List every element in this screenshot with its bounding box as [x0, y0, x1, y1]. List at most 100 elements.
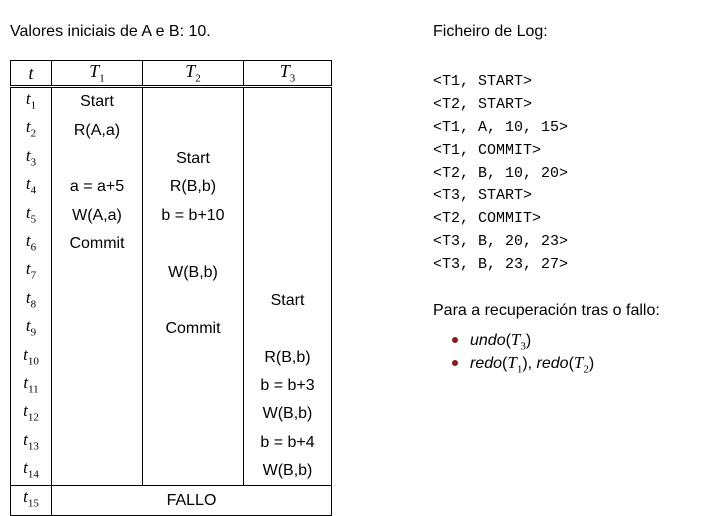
op-cell-t2 [142, 116, 244, 145]
header-t1: T1 [51, 60, 143, 88]
undo-label: undo [470, 332, 506, 349]
time-sub: 14 [27, 468, 39, 481]
time-sub: 7 [30, 269, 37, 282]
undo-var-letter: T [510, 330, 521, 349]
op-cell-t2 [142, 428, 244, 458]
time-sub: 9 [30, 326, 37, 339]
time-cell: t6 [10, 229, 52, 259]
header-t3: T3 [243, 60, 332, 88]
undo-var-sub: 3 [520, 340, 526, 353]
header-t2-letter: T [185, 61, 196, 82]
op-cell-t2 [142, 86, 244, 117]
op-cell-t3 [243, 116, 332, 145]
op-cell-t1 [51, 371, 143, 401]
log-entry: <T2, B, 10, 20> [433, 164, 569, 182]
op-cell-t1 [51, 343, 143, 372]
redo-var-2-sub: 2 [583, 363, 589, 376]
schedule-row: t10 R(B,b) [10, 343, 332, 372]
op-cell-t2 [142, 457, 244, 486]
op-cell-t1 [51, 258, 143, 287]
op-cell-t3: b = b+4 [243, 428, 332, 458]
time-sub: 15 [27, 497, 39, 510]
header-t: t [10, 60, 52, 88]
op-cell-t3 [243, 229, 332, 259]
op-cell-t3 [243, 86, 332, 117]
time-sub: 13 [27, 440, 39, 453]
time-sub: 5 [30, 212, 37, 225]
header-t1-sub: 1 [99, 72, 105, 85]
op-cell-t3: W(B,b) [243, 457, 332, 486]
time-cell: t11 [10, 371, 52, 401]
time-cell: t4 [10, 173, 52, 202]
op-cell-t3 [243, 144, 332, 174]
bullet-icon [452, 337, 458, 343]
schedule-row: t11 b = b+3 [10, 371, 332, 401]
log-entry: <T1, START> [433, 73, 533, 90]
time-sub: 8 [30, 298, 37, 311]
header-t2: T2 [142, 60, 244, 88]
time-cell: t10 [10, 343, 52, 372]
time-sub: 10 [27, 354, 39, 367]
op-cell-t3 [243, 173, 332, 202]
redo-label-2: redo [536, 355, 569, 372]
redo-var-1-letter: T [507, 353, 517, 372]
op-cell-t1 [51, 400, 143, 429]
time-cell: t13 [10, 428, 52, 458]
time-sub: 3 [30, 156, 37, 169]
bullet-icon [452, 360, 458, 366]
schedule-failure-row: t15 FALLO [10, 485, 332, 516]
schedule-row: t14 W(B,b) [10, 457, 332, 486]
op-cell-t2 [142, 229, 244, 259]
time-sub: 11 [28, 383, 39, 396]
undo-var: T3 [510, 330, 526, 353]
log-entry: <T3, START> [433, 187, 533, 205]
log-title: Ficheiro de Log: [433, 23, 548, 40]
time-cell: t2 [10, 116, 52, 145]
recovery-title: Para a recuperación tras o fallo: [433, 302, 660, 319]
redo-var-2-letter: T [573, 353, 584, 372]
time-sub: 12 [27, 411, 39, 424]
op-cell-t3: W(B,b) [243, 400, 332, 429]
time-cell: t5 [10, 201, 52, 230]
op-cell-t3: b = b+3 [243, 371, 332, 401]
redo-label-1: redo [470, 355, 503, 372]
header-t3-letter: T [279, 61, 290, 82]
time-cell: t3 [10, 144, 52, 174]
redo-var-1-sub: 1 [516, 363, 523, 376]
op-cell-t2 [142, 371, 244, 401]
time-cell: t7 [10, 258, 52, 287]
log-entry: <T3, B, 23, 27> [433, 256, 569, 274]
op-cell-t2: Commit [142, 315, 244, 344]
time-cell: t14 [10, 457, 52, 486]
op-cell-t1 [51, 315, 143, 344]
op-cell-t1: Start [51, 86, 143, 117]
log-entries: <T1, START><T2, START><T1, A, 10, 15><T1… [433, 71, 568, 277]
op-cell-t1: W(A,a) [51, 201, 143, 230]
op-cell-t2: R(B,b) [142, 173, 244, 202]
op-cell-t1 [51, 428, 143, 458]
recovery-item-redo: redo(T1), redo(T2) [452, 351, 594, 376]
time-sub: 4 [30, 184, 37, 197]
time-sub: 6 [30, 241, 37, 254]
op-cell-t1: Commit [51, 229, 143, 259]
header-t3-sub: 3 [289, 72, 296, 85]
schedule-row: t7 W(B,b) [10, 258, 332, 287]
op-cell-t3: R(B,b) [243, 343, 332, 372]
op-cell-t1 [51, 144, 143, 174]
op-cell-t1 [51, 286, 143, 316]
recovery-item-undo: undo(T3) [452, 328, 594, 353]
time-cell: t8 [10, 286, 52, 316]
time-cell: t9 [10, 315, 52, 344]
schedule-row: t13 b = b+4 [10, 428, 332, 458]
time-cell: t1 [10, 86, 52, 117]
op-cell-t2: W(B,b) [142, 258, 244, 287]
op-cell-t2: b = b+10 [142, 201, 244, 230]
time-cell: t12 [10, 400, 52, 429]
op-cell-t3 [243, 258, 332, 287]
